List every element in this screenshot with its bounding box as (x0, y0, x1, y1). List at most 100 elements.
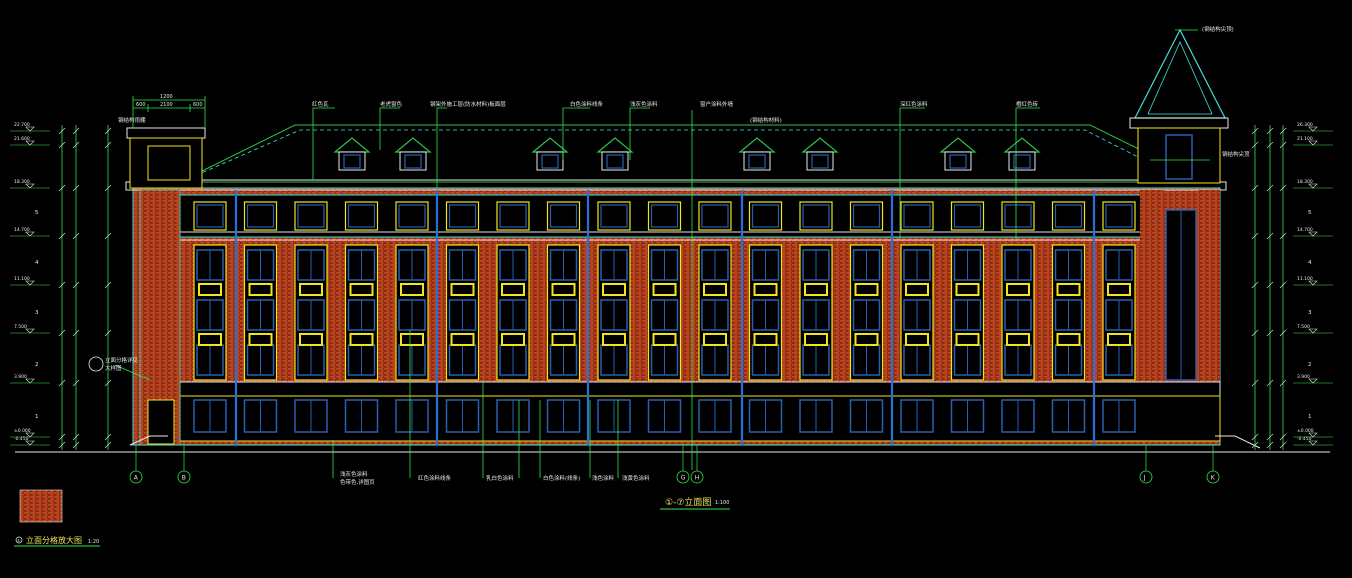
dim-tick (104, 127, 112, 135)
dim-tick (1266, 379, 1274, 387)
label-grey-paint: 浅灰色涂料 (630, 100, 658, 108)
dormer-body (743, 151, 771, 171)
spandrel-panel (652, 333, 677, 346)
dim-tick (1279, 379, 1287, 387)
spandrel-panel (248, 283, 273, 296)
dim-tick (72, 141, 80, 149)
dim-tick (72, 433, 80, 441)
level-marker (1308, 140, 1318, 146)
dim-tick (1266, 281, 1274, 289)
dim-tick (72, 379, 80, 387)
dim-tick (1266, 141, 1274, 149)
ground-floor-band (179, 395, 1221, 442)
spandrel-panel (1056, 333, 1081, 346)
spandrel-panel (804, 283, 828, 296)
roof-hip-dash (189, 129, 1141, 179)
dim-tick (104, 281, 112, 289)
level-text: 3.900 (1297, 374, 1310, 380)
window-5f-glass (246, 204, 275, 228)
label-window-wall: 窗户涂料外墙 (700, 100, 734, 108)
window-5f (647, 201, 682, 231)
spandrel-panel (1006, 333, 1030, 346)
dim-tick (104, 441, 112, 449)
level-marker (25, 328, 35, 334)
dimension-right: -0.450±0.0003.9007.50011.10014.70018.300… (1251, 122, 1333, 450)
dormer-window (811, 154, 829, 169)
downpipes (234, 190, 1096, 445)
level-text: 26.300 (1297, 122, 1313, 128)
detail-marker: ① (17, 538, 21, 543)
level-marker (1308, 126, 1318, 132)
right-tower (1129, 28, 1261, 449)
dim-tick (104, 329, 112, 337)
detail-title: 立面分格放大图 (26, 535, 82, 545)
dim-tick (1266, 441, 1274, 449)
dormer-body (399, 151, 427, 171)
level-text: -0.450 (1297, 436, 1312, 442)
dim-tick (72, 329, 80, 337)
window-5f (193, 201, 227, 231)
dormer-window (1013, 154, 1031, 169)
spandrel-panel (501, 283, 525, 296)
level-marker (25, 432, 35, 438)
spandrel-panel (753, 283, 778, 296)
dim-tick (1251, 281, 1259, 289)
window-5f (294, 201, 328, 231)
tower-upper (1137, 127, 1221, 184)
axis-bubble (129, 470, 143, 484)
label-white-line: 白色涂料线条 (570, 100, 604, 108)
fifth-floor-band (179, 194, 1149, 238)
top-dim-1: 1200 (160, 94, 173, 100)
window-5f (799, 201, 833, 231)
spandrel-panel (299, 283, 323, 296)
level-text: 21.100 (1297, 136, 1313, 142)
level-marker (25, 280, 35, 286)
window-5f-glass (297, 204, 325, 228)
dim-tick (58, 379, 66, 387)
label-bottom-4: 白色涂料(线条) (543, 474, 580, 482)
dormer-body (536, 151, 564, 171)
dim-tick (58, 281, 66, 289)
dormer-window (949, 154, 967, 169)
spandrel-panel (551, 283, 576, 296)
top-dim-3: 2100 (160, 102, 173, 108)
spandrel-panel (501, 333, 525, 346)
spandrel-panel (299, 333, 323, 346)
spandrel-panel (602, 333, 626, 346)
window-5f (1001, 201, 1035, 231)
dim-tick (1279, 232, 1287, 240)
window-5f (849, 201, 884, 231)
dim-tick (1279, 141, 1287, 149)
dormer-body (944, 151, 972, 171)
spandrel-panel (703, 333, 727, 346)
dim-tick (1251, 379, 1259, 387)
spandrel-panel (349, 283, 374, 296)
axis-bubble (177, 470, 191, 484)
entry-door (147, 399, 175, 445)
level-text: 22.700 (14, 122, 30, 128)
dim-tick (1279, 433, 1287, 441)
dim-tick (72, 441, 80, 449)
top-dim-2: 600 (136, 102, 146, 108)
roof-outline (179, 124, 1146, 183)
level-marker (25, 183, 35, 189)
level-text: 7.500 (1297, 324, 1310, 330)
floor-number: 4 (1308, 260, 1312, 266)
level-text: ±0.000 (14, 428, 31, 434)
dim-tick (1279, 329, 1287, 337)
level-marker (1308, 440, 1318, 446)
axis-label: J (1143, 475, 1146, 482)
label-left-side: 立面分格详见 (105, 356, 139, 364)
level-text: 11.100 (1297, 276, 1313, 282)
label-bottom-5: 浅色涂料 (592, 474, 615, 482)
spandrel-panel (400, 333, 424, 346)
dormer-body (601, 151, 629, 171)
spandrel-panel (248, 333, 273, 346)
tower-brick-left (1140, 190, 1164, 380)
window-5f-glass (701, 204, 729, 228)
spandrel-panel (905, 333, 929, 346)
dim-tick (1251, 329, 1259, 337)
level-marker (25, 126, 35, 132)
